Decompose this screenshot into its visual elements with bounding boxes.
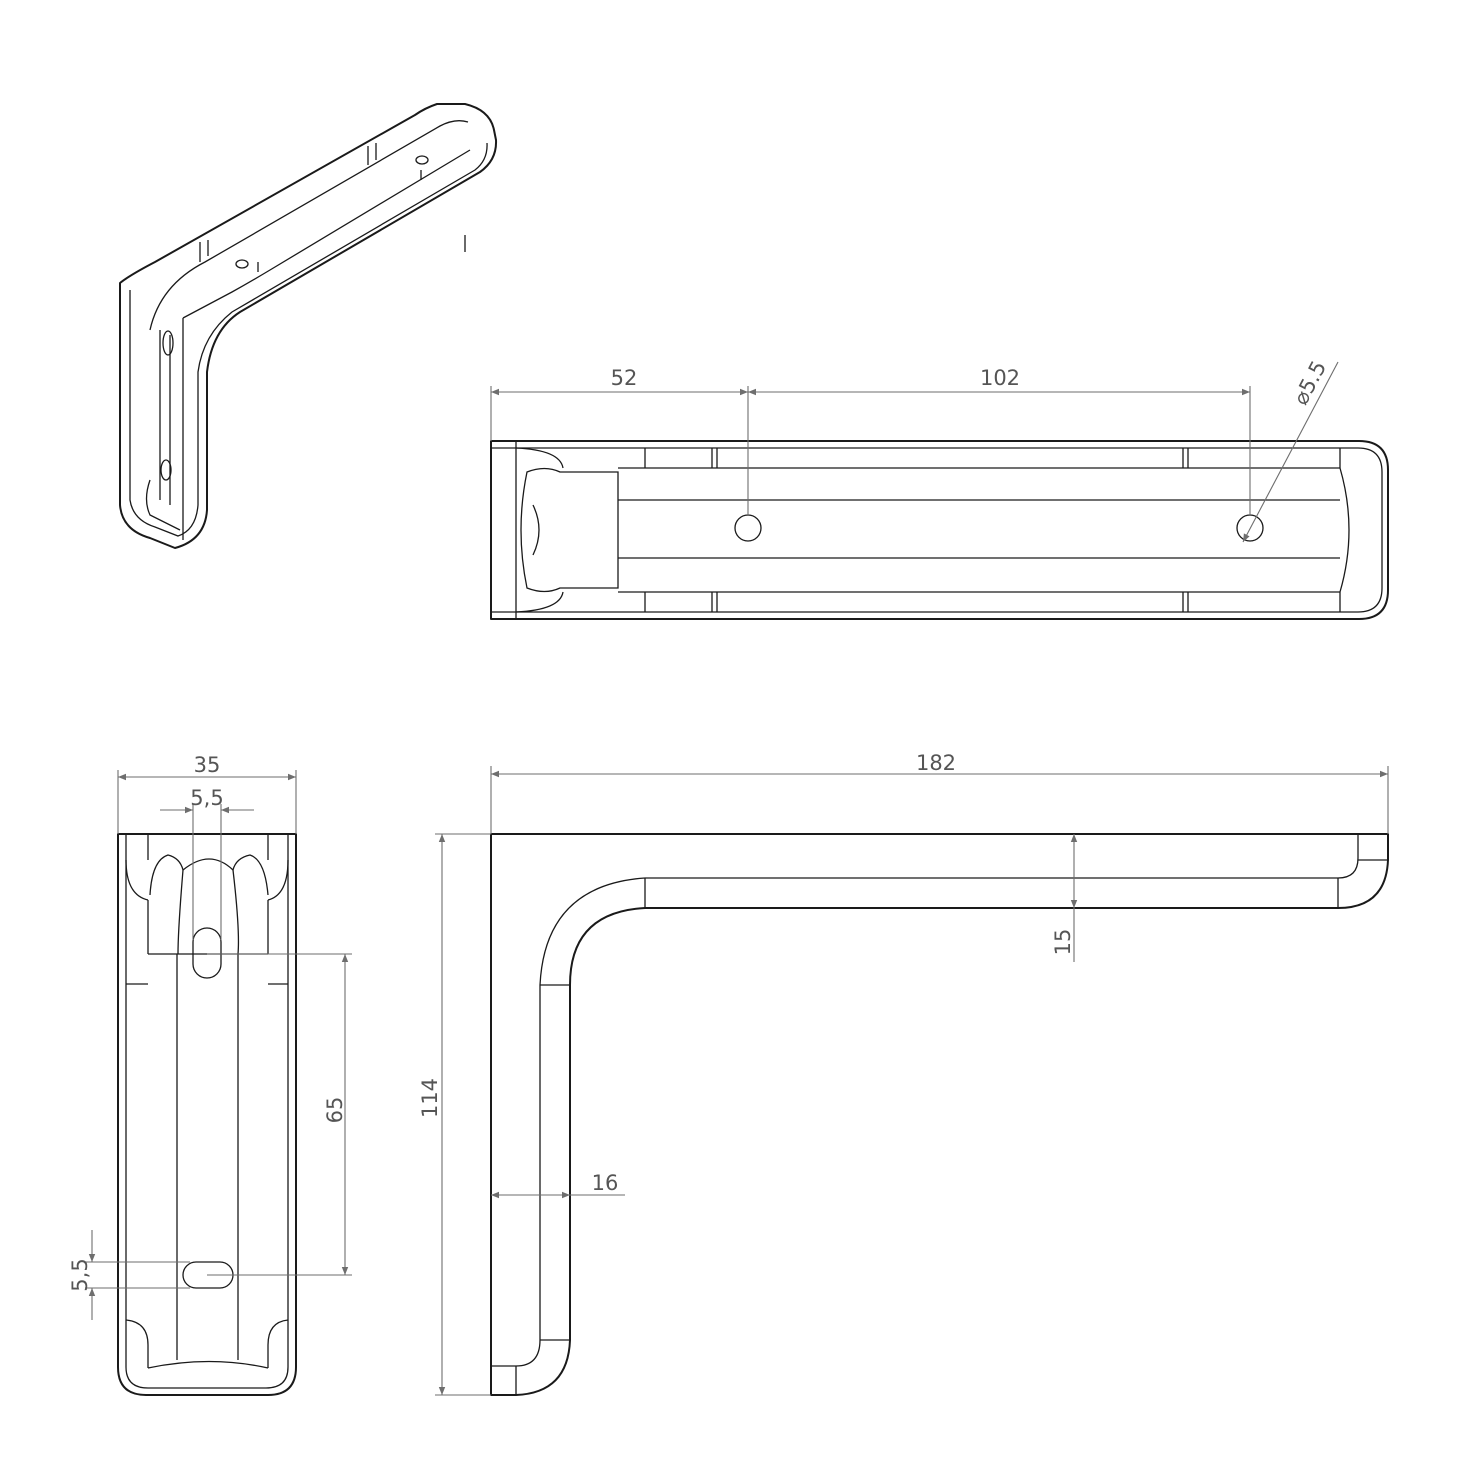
isometric-view [119,103,498,549]
dim-35-label: 35 [194,753,221,777]
dim-15-label: 15 [1051,929,1075,956]
front-view [117,833,297,1396]
dim-65-label: 65 [323,1097,347,1124]
side-view-dimensions: 182 114 15 16 [418,751,1389,1396]
dim-slot-height-label: 5,5 [68,1258,92,1291]
dim-102-label: 102 [980,366,1020,390]
side-view [490,833,1389,1396]
dim-16-label: 16 [592,1171,619,1195]
dim-hole-diameter-label: ⌀5.5 [1288,357,1331,409]
top-view [490,440,1389,620]
front-view-dimensions: 35 5,5 65 5,5 [68,753,352,1320]
dim-slot-width-label: 5,5 [190,786,223,810]
dim-182-label: 182 [916,751,956,775]
dim-52-label: 52 [611,366,638,390]
dim-114-label: 114 [418,1078,442,1118]
